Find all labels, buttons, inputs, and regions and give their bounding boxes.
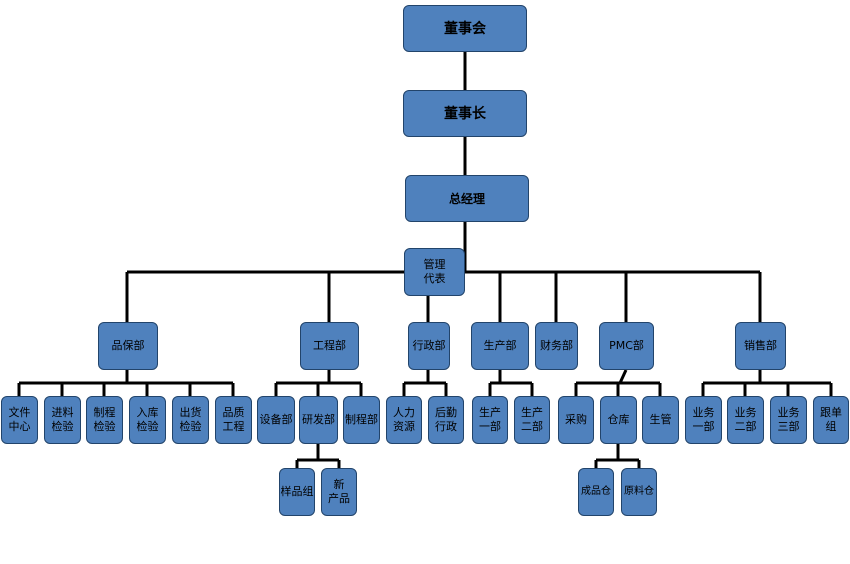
warehouse-sub-node: 成品仓 xyxy=(578,468,614,516)
engineering-sub-node: 研发部 xyxy=(299,396,338,444)
production-sub-node: 生产 一部 xyxy=(472,396,508,444)
admin-sub-node: 后勤 行政 xyxy=(428,396,464,444)
dept-engineering: 工程部 xyxy=(300,322,359,370)
quality-sub-node: 制程 检验 xyxy=(86,396,123,444)
pmc-sub-node: 生管 xyxy=(642,396,679,444)
rd-sub-node: 新 产品 xyxy=(321,468,357,516)
warehouse-sub-node: 原料仓 xyxy=(621,468,657,516)
production-sub-node: 生产 二部 xyxy=(514,396,550,444)
board-node: 董事会 xyxy=(403,5,527,52)
chairman-node: 董事长 xyxy=(403,90,527,137)
dept-quality: 品保部 xyxy=(98,322,158,370)
quality-sub-node: 出货 检验 xyxy=(172,396,209,444)
sales-sub-node: 业务 一部 xyxy=(685,396,722,444)
rd-sub-node: 样品组 xyxy=(279,468,315,516)
quality-sub-node: 文件 中心 xyxy=(1,396,38,444)
dept-admin: 行政部 xyxy=(408,322,450,370)
general-manager-node: 总经理 xyxy=(405,175,529,222)
quality-sub-node: 进料 检验 xyxy=(44,396,81,444)
engineering-sub-node: 制程部 xyxy=(343,396,380,444)
sales-sub-node: 跟单 组 xyxy=(813,396,849,444)
engineering-sub-node: 设备部 xyxy=(257,396,295,444)
dept-sales: 销售部 xyxy=(735,322,786,370)
dept-production: 生产部 xyxy=(471,322,529,370)
admin-sub-node: 人力 资源 xyxy=(386,396,422,444)
pmc-sub-node: 采购 xyxy=(558,396,594,444)
pmc-sub-node: 仓库 xyxy=(600,396,637,444)
sales-sub-node: 业务 二部 xyxy=(727,396,764,444)
management-rep-node: 管理 代表 xyxy=(404,248,465,296)
quality-sub-node: 品质 工程 xyxy=(215,396,252,444)
dept-finance: 财务部 xyxy=(535,322,578,370)
dept-pmc: PMC部 xyxy=(599,322,654,370)
quality-sub-node: 入库 检验 xyxy=(129,396,166,444)
sales-sub-node: 业务 三部 xyxy=(770,396,807,444)
